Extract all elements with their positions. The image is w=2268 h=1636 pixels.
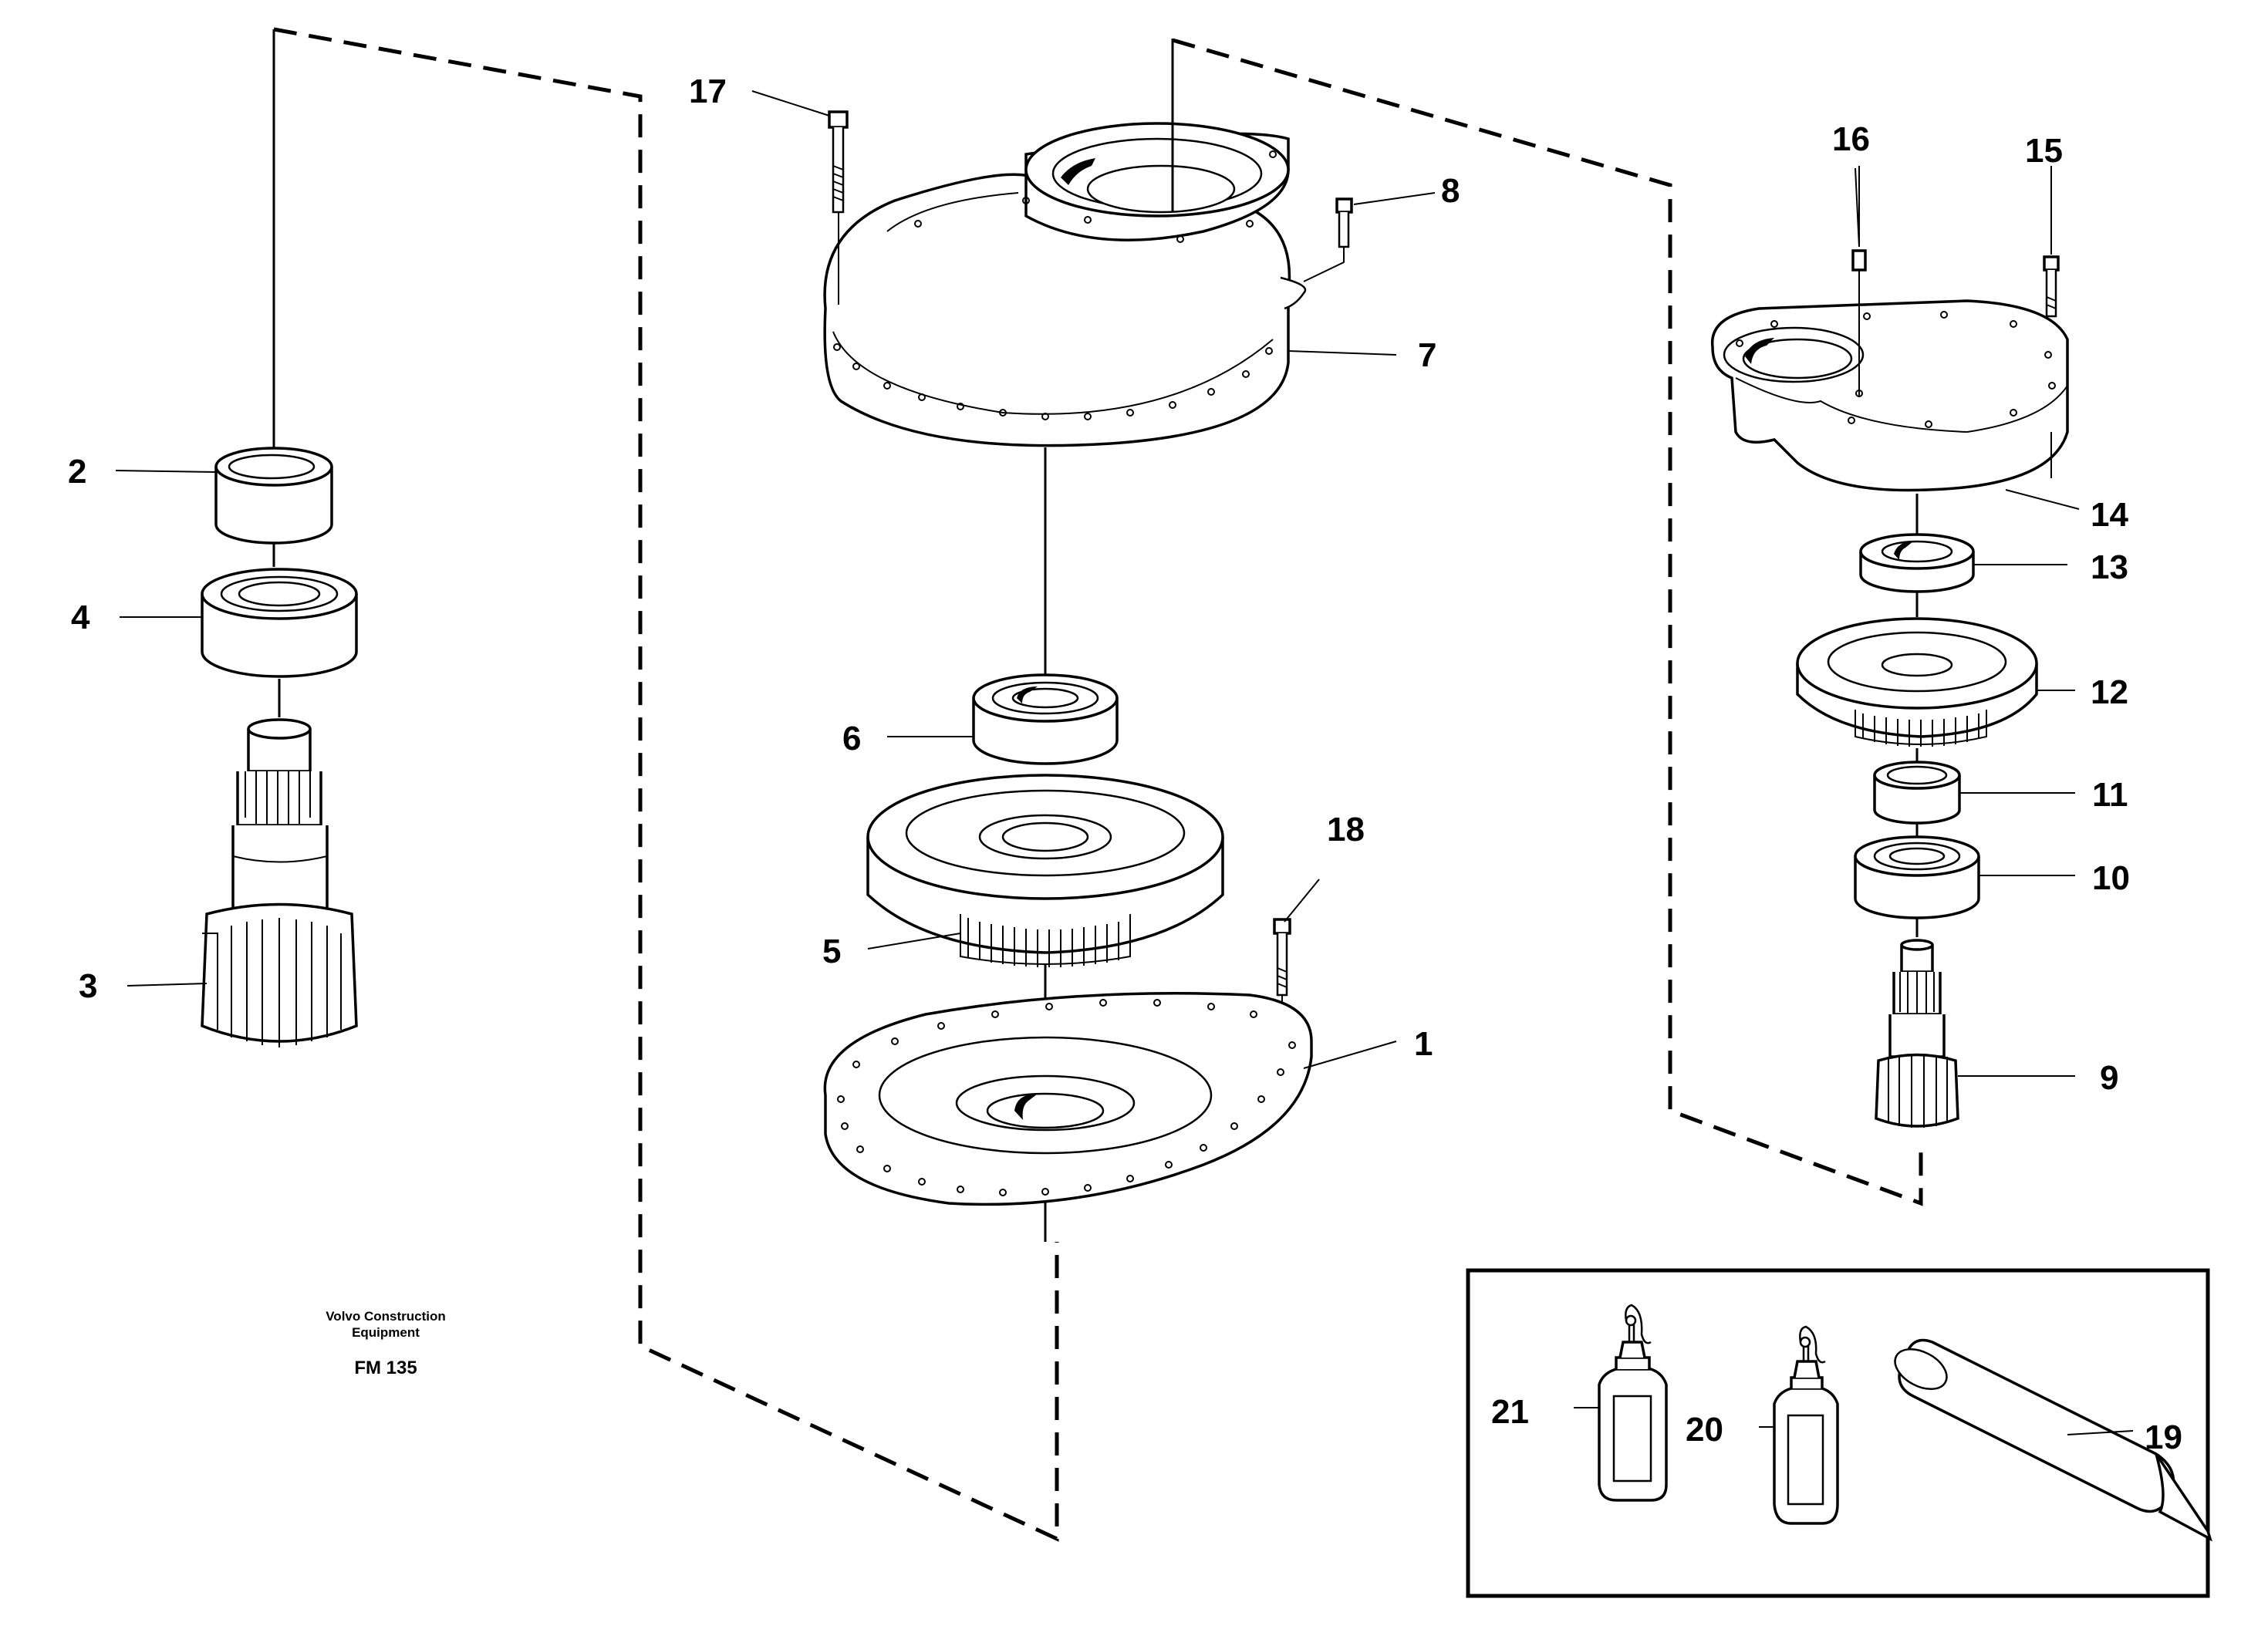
callout-15: 15 [2025,132,2063,170]
callout-labels: 2 4 3 6 5 17 8 7 18 1 16 15 14 13 12 11 … [68,73,2182,1456]
pinion-shaft-9 [1875,939,1959,1128]
central-assembly [823,39,1353,1242]
tube-19 [1894,1338,2212,1542]
group-outline-left [273,27,1059,1542]
bolt-15 [2043,166,2060,478]
gear-housing-cover-7 [823,39,1307,447]
callout-3: 3 [79,967,97,1005]
callout-17: 17 [689,73,727,110]
model-label: FM 135 [354,1358,417,1378]
bearing-10 [1854,835,1980,919]
callout-7: 7 [1418,336,1436,374]
bearing-6 [972,673,1119,765]
callout-6: 6 [842,720,861,757]
bolt-17 [828,110,849,305]
publisher-line-1: Volvo Construction [326,1309,446,1324]
callout-14: 14 [2091,496,2128,534]
housing-bolt-holes [833,150,1277,420]
leader-lines [115,90,2134,1435]
callout-19: 19 [2145,1418,2182,1456]
housing-base-1 [823,992,1313,1206]
callout-13: 13 [2091,548,2128,586]
callout-16: 16 [1832,120,1870,158]
publisher-line-2: Equipment [352,1325,420,1340]
callout-10: 10 [2092,859,2130,897]
base-bolt-holes [837,999,1296,1196]
gear-12 [1796,617,2038,747]
right-assembly [1710,166,2069,1128]
callout-18: 18 [1327,811,1365,848]
consumables-box [1466,1268,2212,1598]
bushing-11 [1873,761,1961,825]
callout-4: 4 [71,599,90,636]
pinion-shaft-3 [201,718,358,1047]
left-shaft-assembly [201,29,358,1047]
bolt-8 [1303,197,1353,282]
bottle-21 [1598,1304,1668,1502]
callout-20: 20 [1686,1411,1723,1449]
callout-11: 11 [2092,776,2128,814]
bushing-2 [214,447,333,545]
cover-14 [1710,299,2069,492]
callout-1: 1 [1414,1025,1433,1063]
callout-12: 12 [2091,673,2128,711]
callout-9: 9 [2100,1059,2118,1097]
bottle-20 [1773,1325,1839,1525]
callout-21: 21 [1491,1393,1529,1431]
bearing-13 [1859,533,1975,593]
callout-5: 5 [822,933,841,970]
callout-2: 2 [68,453,86,491]
gear-5 [866,774,1224,967]
publisher-caption: Volvo Construction Equipment FM 135 [326,1309,446,1378]
bearing-4 [201,568,358,678]
callout-8: 8 [1441,172,1460,210]
